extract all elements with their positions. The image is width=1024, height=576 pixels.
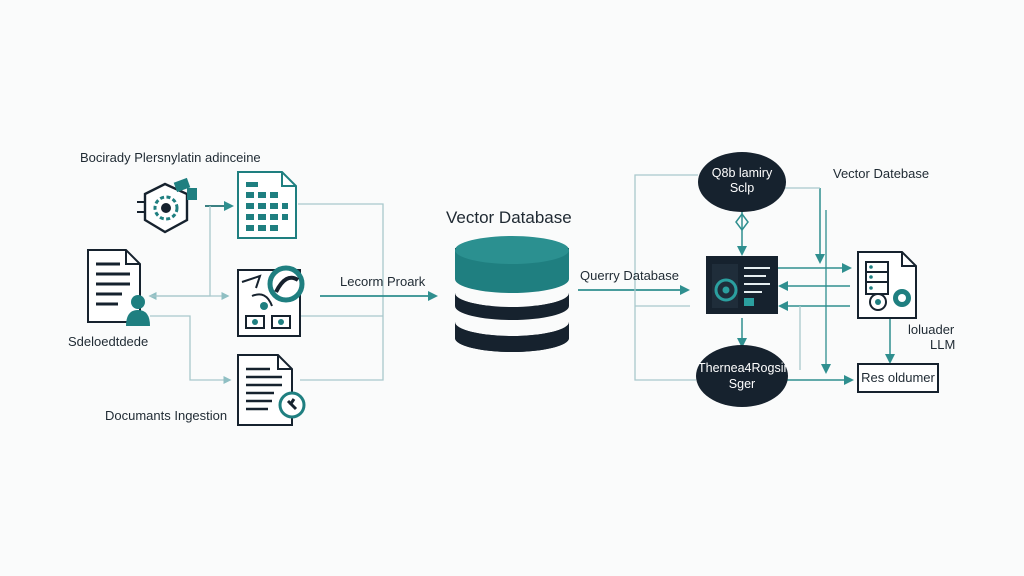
llm-label-line2: LLM <box>930 337 956 352</box>
search-node <box>698 152 786 212</box>
top-left-label: Bocirady Plersnylatin adinceine <box>80 150 261 165</box>
search-node-line1: Q8b lamiry <box>711 166 773 180</box>
spreadsheet-document-icon <box>237 171 297 239</box>
response-box <box>857 363 939 393</box>
llm-label-line1: loluader <box>908 322 955 337</box>
query-database-label: Querry Database <box>580 268 679 283</box>
retriever-node-line2: Sger <box>728 377 756 391</box>
response-box-label: Res oldumer <box>861 370 935 385</box>
right-connectors <box>578 174 895 385</box>
dashboard-screen-icon <box>706 256 778 314</box>
gear-hexagon-icon <box>137 177 197 234</box>
left-connectors <box>148 201 438 384</box>
left-side-label: Sdeloedtdede <box>68 334 149 349</box>
server-document-icon <box>857 251 917 319</box>
search-node-line2: Sclp <box>729 181 755 195</box>
vector-database-right-label: Vector Datebase <box>833 166 930 181</box>
diamond-connector-icon <box>735 212 749 232</box>
document-user-icon <box>87 249 150 326</box>
retriever-node <box>696 345 788 407</box>
sketch-document-icon <box>237 265 305 337</box>
document-search-icon <box>237 354 306 426</box>
retriever-node-line1: Thernea4Rogsir <box>698 361 788 375</box>
database-cylinder-icon <box>455 236 569 352</box>
vector-database-title: Vector Database <box>446 208 572 227</box>
documents-ingestion-label: Documants Ingestion <box>105 408 228 423</box>
learn-process-label: Lecorm Proark <box>340 274 426 289</box>
